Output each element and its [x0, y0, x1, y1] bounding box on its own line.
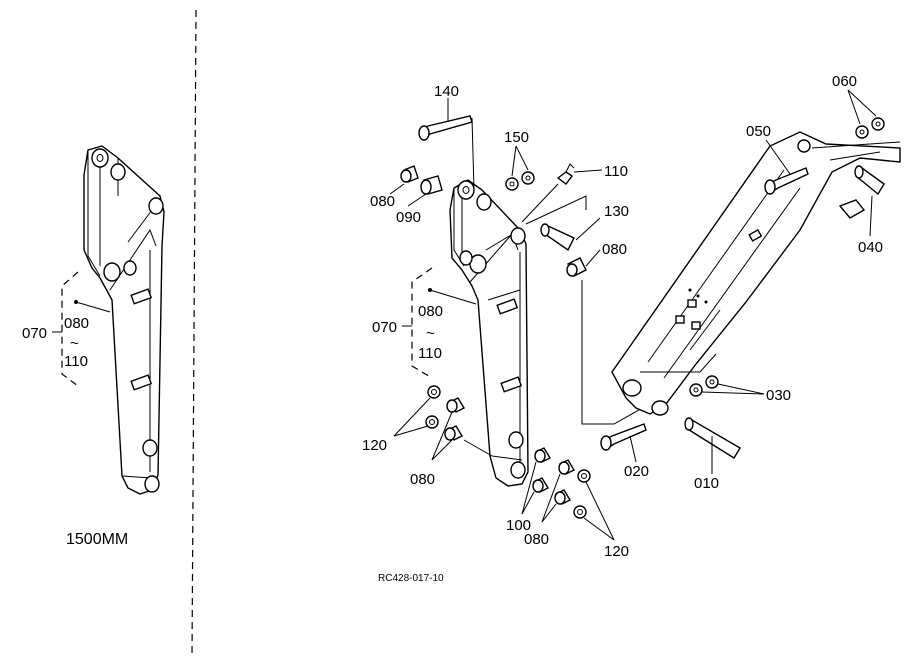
- callout-060: 060: [832, 73, 857, 90]
- left-callout-070: 070: [22, 325, 47, 342]
- main-callout-110-range: 110: [418, 345, 442, 362]
- boom: [611, 131, 901, 416]
- left-arm-inner-edge: [99, 160, 157, 479]
- main-callout-bracket: [411, 267, 433, 379]
- part-140-bolt: [418, 115, 475, 191]
- arm-to-boom-leader: [581, 280, 647, 425]
- left-callout-bracket: [61, 271, 79, 387]
- left-callout-tilde: ~: [70, 335, 79, 352]
- left-arm-slot: [130, 288, 153, 305]
- part-150-nuts: [505, 171, 535, 191]
- main-callout-080-range: 080: [418, 303, 443, 320]
- boom-arm-pin-hole: [651, 400, 669, 416]
- part-020-bolt: [600, 423, 647, 451]
- part-120-shims-bottom: [573, 469, 591, 519]
- part-080-bushings-bottom: [554, 459, 575, 505]
- left-callout-110: 110: [64, 353, 88, 370]
- left-arm-cyl-pin-hole: [148, 197, 164, 215]
- callout-030: 030: [766, 387, 791, 404]
- boom-body: [611, 131, 901, 415]
- callout-120-left: 120: [362, 437, 387, 454]
- callout-080-bottom: 080: [524, 531, 549, 548]
- main-arm-top-pin-hole: [457, 180, 475, 200]
- left-arm-mid-pin-hole: [110, 163, 126, 181]
- callout-090: 090: [396, 209, 421, 226]
- main-arm-cyl-pin-hole: [510, 227, 526, 245]
- main-callout-tilde: ~: [426, 325, 435, 342]
- part-120-shims-left: [425, 385, 441, 429]
- main-arm-bucket-pin-hole: [508, 431, 524, 449]
- part-030-nuts: [689, 375, 719, 397]
- drawing-reference: RC428-017-10: [378, 573, 444, 584]
- left-arm-top-pin-hole: [91, 148, 109, 168]
- callout-110: 110: [604, 163, 628, 180]
- part-060-nuts: [855, 117, 885, 139]
- callout-010: 010: [694, 475, 719, 492]
- callout-140: 140: [434, 83, 459, 100]
- callout-120-bottom: 120: [604, 543, 629, 560]
- part-080-bushing-top: [400, 165, 419, 183]
- part-080-bushings-left: [444, 397, 465, 441]
- part-080-bushing-right: [566, 257, 587, 277]
- callout-080-left: 080: [410, 471, 435, 488]
- part-040-pin: [854, 165, 885, 196]
- left-callout-080: 080: [64, 315, 89, 332]
- main-callout-070: 070: [372, 319, 397, 336]
- callout-130: 130: [604, 203, 629, 220]
- view-divider: [191, 9, 197, 656]
- part-130-pin: [540, 223, 575, 252]
- callout-100: 100: [506, 517, 531, 534]
- callout-040: 040: [858, 239, 883, 256]
- callout-080-right: 080: [602, 241, 627, 258]
- main-arm-mid-pin-hole: [476, 193, 492, 211]
- left-arm-body: [83, 145, 165, 495]
- callout-020: 020: [624, 463, 649, 480]
- left-arm-pivot-hole: [103, 262, 121, 282]
- main-arm-view: 140 150 110 080 090: [362, 73, 901, 560]
- callout-050: 050: [746, 123, 771, 140]
- part-090-bushing: [420, 175, 443, 195]
- callout-150: 150: [504, 129, 529, 146]
- part-110-grease-fitting: [556, 163, 575, 185]
- left-view-caption: 1500MM: [66, 531, 128, 548]
- left-arm-bucket-pin-hole: [142, 439, 158, 457]
- part-100-bushings: [532, 447, 551, 493]
- part-050-bolt: [764, 167, 809, 195]
- left-arm-view: 070 080 ~ 110 1500MM: [22, 145, 165, 548]
- callout-080-top: 080: [370, 193, 395, 210]
- part-010-pin: [684, 417, 741, 459]
- boom-foot-pin-hole: [622, 379, 642, 397]
